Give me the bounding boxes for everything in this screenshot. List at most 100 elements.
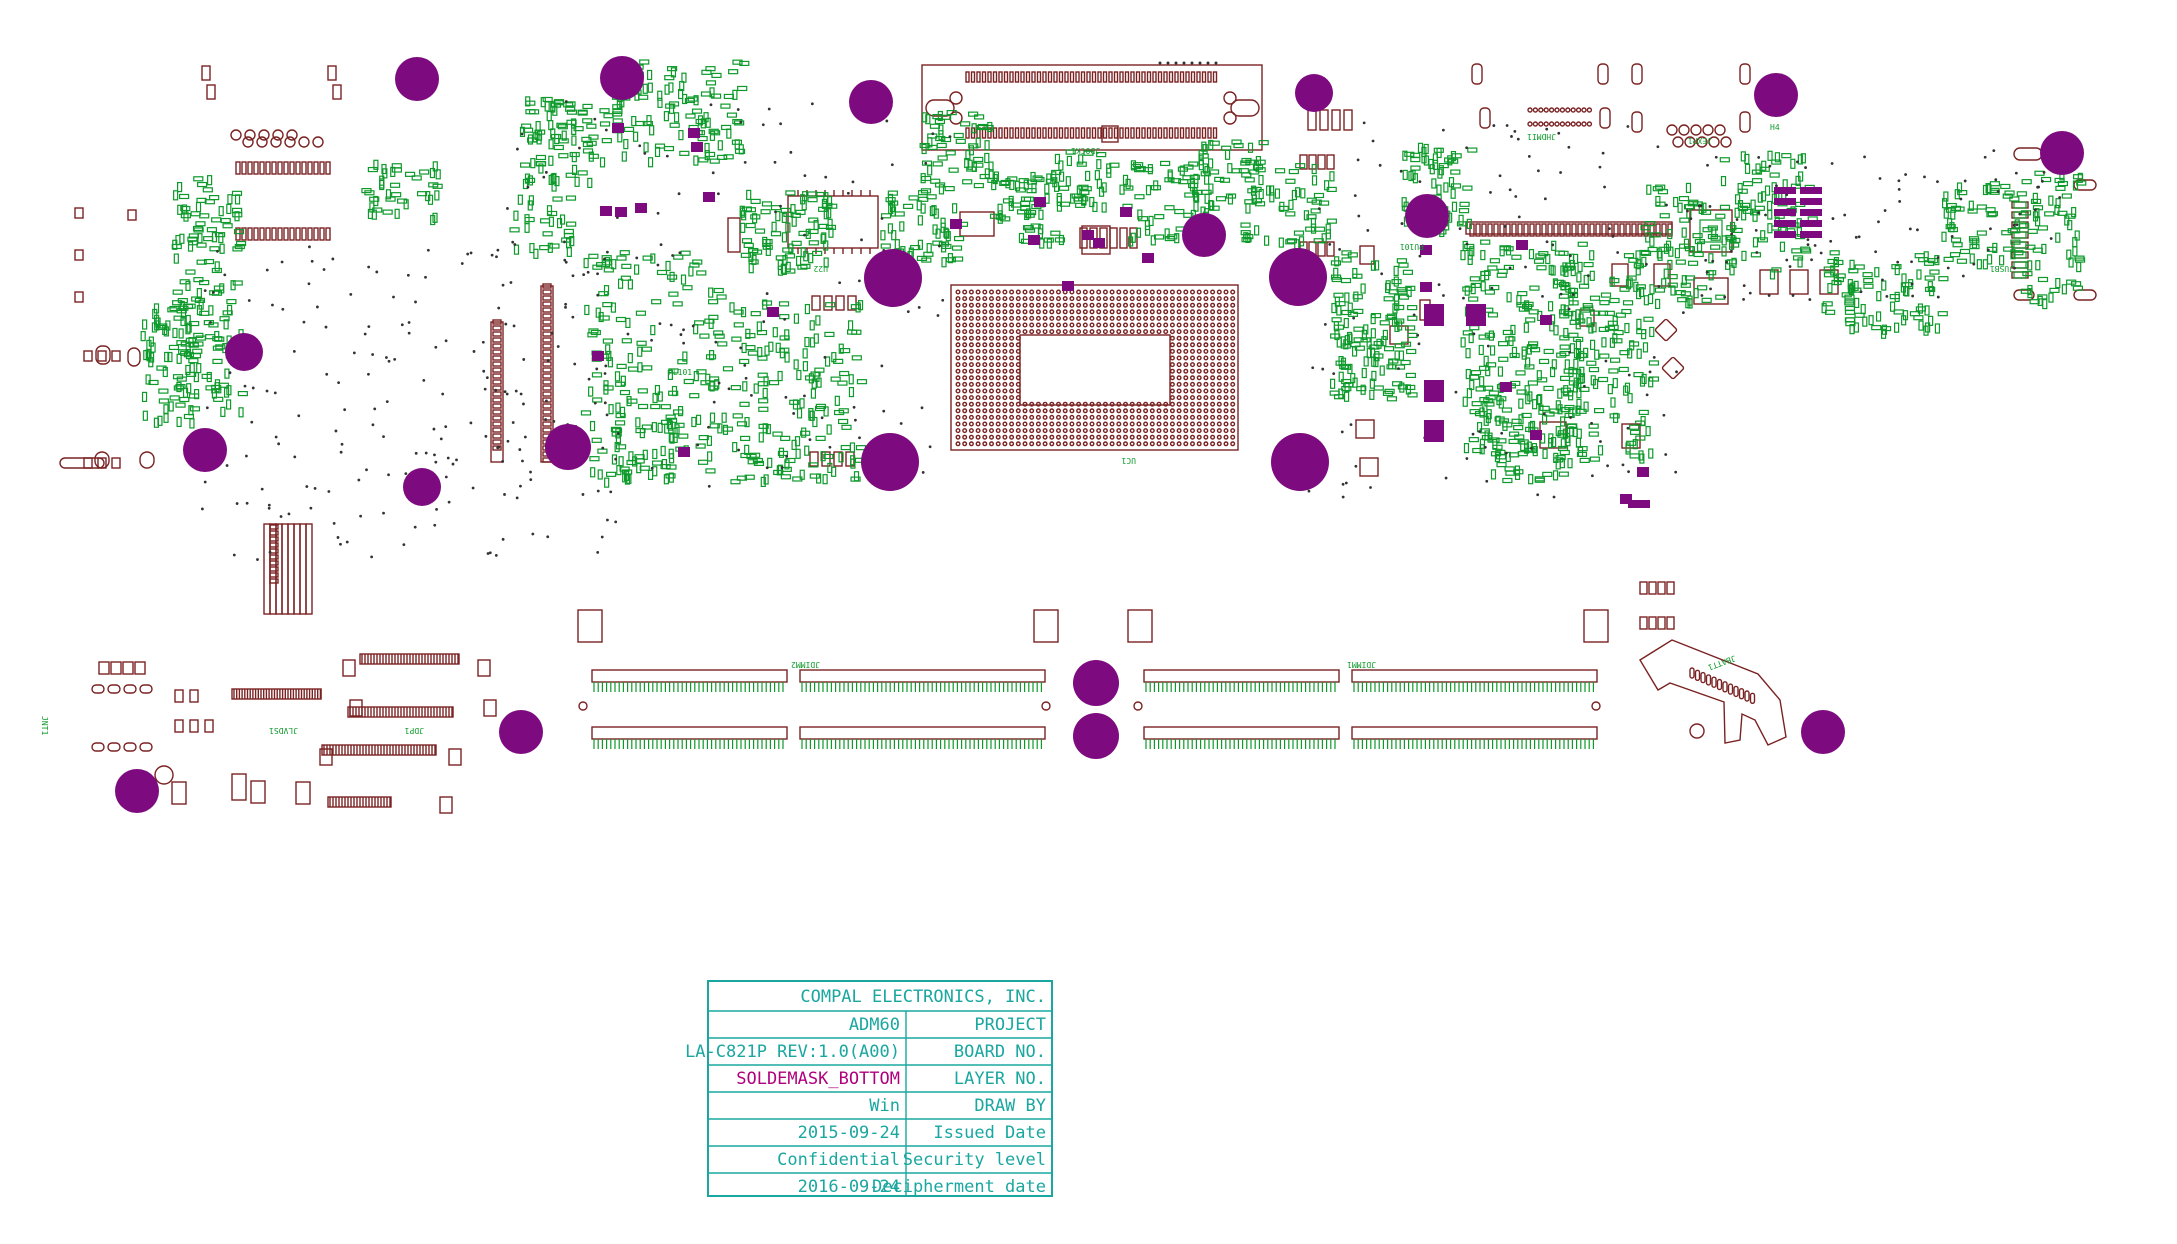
via — [244, 454, 248, 458]
via — [851, 180, 855, 184]
refdes-jdp: JDP1 — [405, 726, 424, 735]
via — [1362, 121, 1366, 125]
via — [497, 445, 501, 449]
via — [1590, 421, 1593, 425]
pad-stack — [1774, 187, 1796, 194]
ring-pad — [139, 451, 155, 469]
dock-dot — [1206, 61, 1210, 65]
via — [571, 274, 575, 278]
via — [1545, 127, 1549, 131]
via — [542, 175, 546, 179]
via — [1652, 356, 1656, 359]
via — [1664, 453, 1668, 456]
via — [309, 506, 313, 510]
via — [609, 490, 613, 494]
pad-stack — [1774, 231, 1796, 238]
via — [373, 407, 377, 411]
mounting-pad — [183, 428, 227, 472]
via — [638, 144, 642, 148]
via — [400, 323, 404, 327]
via — [1775, 184, 1778, 188]
via — [256, 558, 259, 561]
via — [682, 341, 686, 345]
refdes-h: H4 — [1770, 123, 1780, 132]
via — [260, 487, 264, 491]
small-part — [74, 249, 84, 261]
via — [1742, 297, 1745, 301]
via — [714, 340, 718, 344]
via — [385, 400, 389, 404]
via — [2013, 266, 2016, 270]
via — [1417, 342, 1421, 346]
square-part — [1101, 125, 1119, 143]
via — [1627, 470, 1630, 474]
via — [948, 135, 952, 139]
via — [393, 358, 397, 361]
via — [292, 349, 296, 353]
mounting-pad — [1182, 213, 1226, 257]
via — [659, 243, 663, 247]
dimm-key — [1041, 701, 1051, 711]
via — [571, 315, 575, 319]
via — [1729, 250, 1733, 253]
via — [1916, 228, 1919, 232]
small-part — [127, 209, 137, 221]
via — [434, 460, 438, 464]
pad-stack — [1800, 187, 1822, 194]
mounting-pad — [849, 80, 893, 124]
via — [469, 251, 473, 255]
via — [336, 536, 340, 539]
smd-cluster — [721, 299, 868, 488]
via — [707, 484, 711, 488]
via — [761, 123, 765, 127]
via — [564, 260, 568, 264]
via — [643, 151, 647, 155]
pad-block — [1424, 380, 1444, 402]
via — [503, 390, 507, 394]
usb-contact — [1666, 124, 1678, 136]
via — [564, 302, 568, 306]
pad-block — [1424, 420, 1444, 442]
pad-square — [1093, 238, 1105, 248]
via — [846, 191, 850, 195]
via — [506, 207, 509, 210]
via — [327, 490, 331, 493]
via — [1478, 430, 1481, 433]
via — [1994, 178, 1998, 182]
via — [1356, 158, 1360, 162]
via — [605, 250, 609, 254]
via — [1369, 486, 1372, 489]
via — [1586, 274, 1590, 278]
small-part — [189, 689, 199, 703]
hdmi-shell-tab — [1471, 63, 1483, 85]
via — [779, 204, 782, 208]
via — [544, 418, 547, 421]
title-row-label: Issued Date — [933, 1123, 1046, 1143]
via — [205, 406, 209, 410]
pad-square — [1530, 430, 1542, 440]
via — [446, 456, 450, 460]
jdp-header-mid — [347, 706, 454, 718]
via — [1959, 197, 1963, 201]
via — [1400, 222, 1404, 225]
via — [1700, 294, 1704, 297]
via — [880, 364, 884, 368]
via — [406, 273, 410, 277]
via — [1936, 295, 1940, 299]
via — [267, 506, 271, 510]
usb-contact — [1714, 124, 1726, 136]
hdmi-pins — [1469, 223, 1673, 237]
via — [444, 339, 448, 343]
cap-block — [1789, 269, 1809, 295]
via — [783, 317, 787, 321]
via — [1897, 179, 1901, 183]
via — [1689, 217, 1693, 221]
small-part — [174, 689, 184, 703]
small-part — [83, 457, 93, 469]
smd-cluster — [989, 171, 1066, 249]
via — [495, 255, 498, 259]
via — [505, 392, 509, 396]
dimm-latch — [1583, 609, 1609, 643]
via — [1545, 240, 1549, 244]
